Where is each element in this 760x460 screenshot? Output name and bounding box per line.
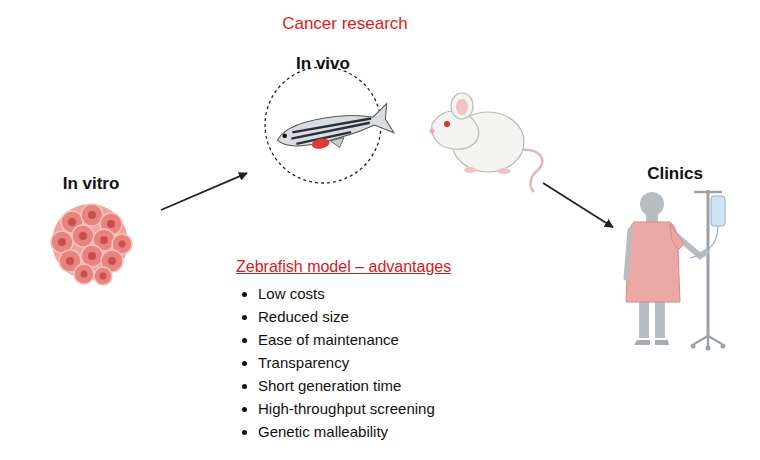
bullet-item: Reduced size xyxy=(258,305,451,328)
title: Cancer research xyxy=(282,14,408,34)
bullet-item: Short generation time xyxy=(258,374,451,397)
bullet-list: Low costsReduced sizeEase of maintenance… xyxy=(236,282,451,443)
stage-heading: Clinics xyxy=(618,164,732,184)
mouse xyxy=(430,93,543,192)
stage-heading: In vitro xyxy=(30,174,152,194)
stage-node: In vivo xyxy=(250,50,540,190)
bullet-item: Ease of maintenance xyxy=(258,328,451,351)
stage-node: In vitro xyxy=(30,170,156,295)
list-heading: Zebrafish model – advantages xyxy=(236,258,451,276)
bullet-item: Transparency xyxy=(258,351,451,374)
stage-node: Clinics xyxy=(618,160,736,352)
bullet-item: Genetic malleability xyxy=(258,420,451,443)
bullet-item: High-throughput screening xyxy=(258,397,451,420)
cell-cluster xyxy=(51,204,132,285)
patient xyxy=(626,190,726,351)
bullet-item: Low costs xyxy=(258,282,451,305)
advantages-list: Zebrafish model – advantagesLow costsRed… xyxy=(236,258,451,443)
zebrafish xyxy=(274,103,394,158)
flow-arrow xyxy=(543,183,613,227)
stage-heading: In vivo xyxy=(256,54,390,74)
flow-arrow xyxy=(161,173,247,210)
